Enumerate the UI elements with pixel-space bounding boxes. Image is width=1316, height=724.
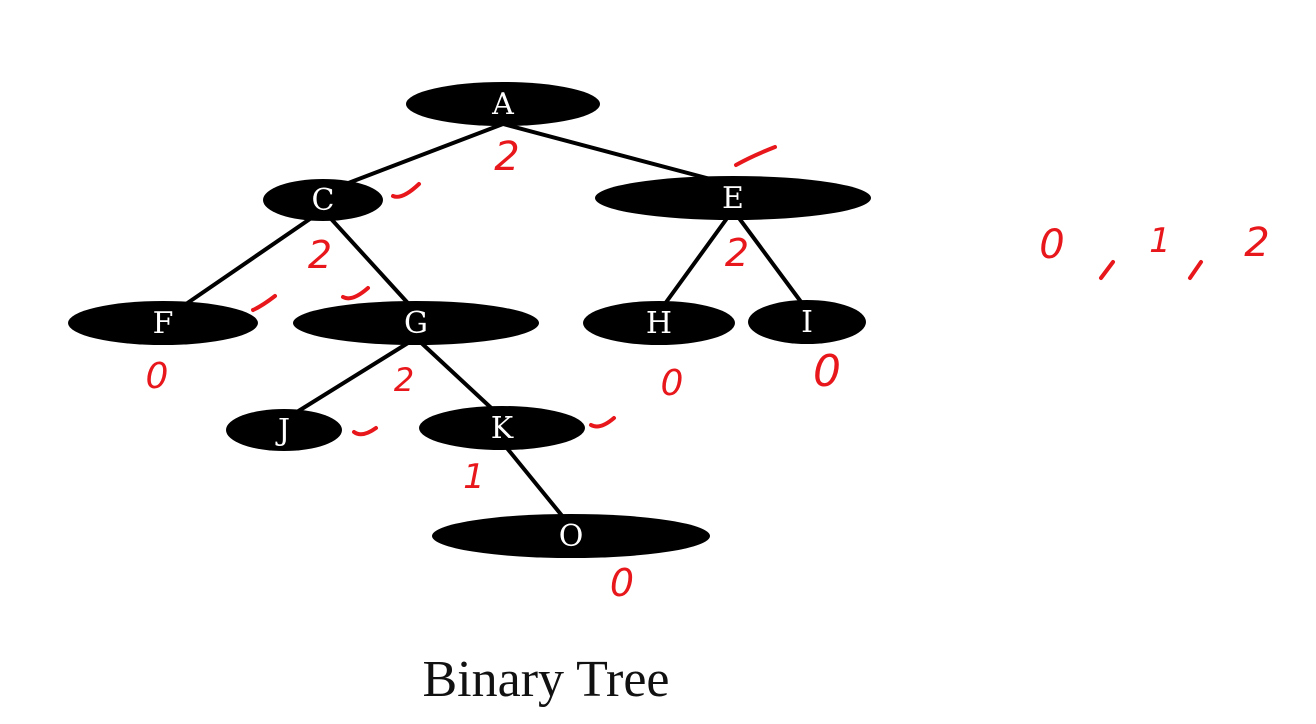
node-i: I [748,300,866,344]
degree-g: 2 [394,361,414,399]
node-i-label: I [801,305,813,340]
check-mark-g [341,286,370,301]
node-k: K [419,406,585,450]
node-g: G [293,301,539,345]
degree-e: 2 [725,231,749,275]
node-a: A [406,82,600,126]
tree-edges [168,122,809,530]
check-mark-j [352,426,378,437]
node-j: J [226,409,342,451]
node-a-label: A [491,87,514,122]
check-mark-k [589,416,616,429]
diagram-caption: Binary Tree [423,651,670,708]
edge-c-f [168,208,325,317]
check-marks [251,145,777,437]
degree-h: 0 [661,363,684,404]
degree-set-2: 2 [1244,220,1269,266]
degree-set-comma-1 [1099,260,1115,280]
edge-e-h [657,208,735,314]
node-o: O [432,514,710,558]
tree-nodes: A C E F G H I J [68,82,871,558]
node-e-label: E [722,181,744,216]
degree-annotations: 2 2 2 2 0 0 0 1 0 [146,134,841,605]
edge-g-j [282,336,418,422]
edge-e-i [731,208,809,312]
edge-k-o [500,440,574,530]
node-f: F [68,301,258,345]
edge-c-g [321,208,418,314]
degree-c: 2 [308,233,332,277]
degree-k: 1 [463,457,485,497]
node-h-label: H [646,306,672,341]
node-c-label: C [312,183,335,218]
node-o-label: O [559,519,584,554]
degree-set-1: 1 [1149,221,1171,261]
degree-f: 0 [146,356,169,397]
degree-set-0: 0 [1039,222,1064,268]
degree-i: 0 [813,346,841,397]
node-k-label: K [491,411,514,446]
check-mark-c [391,182,421,199]
degree-set-comma-2 [1188,260,1203,280]
node-c: C [263,179,383,221]
degree-o: 0 [610,561,634,605]
node-h: H [583,301,735,345]
degree-set: 0 1 2 [1039,220,1270,280]
node-e: E [595,176,871,220]
check-mark-f [251,294,277,312]
check-mark-e [734,145,777,167]
node-g-label: G [404,306,428,341]
node-j-label: J [275,413,290,448]
edge-a-c [328,122,505,192]
node-f-label: F [153,306,174,341]
edge-a-e [501,122,735,187]
degree-a: 2 [494,134,519,180]
edge-g-k [414,336,504,420]
